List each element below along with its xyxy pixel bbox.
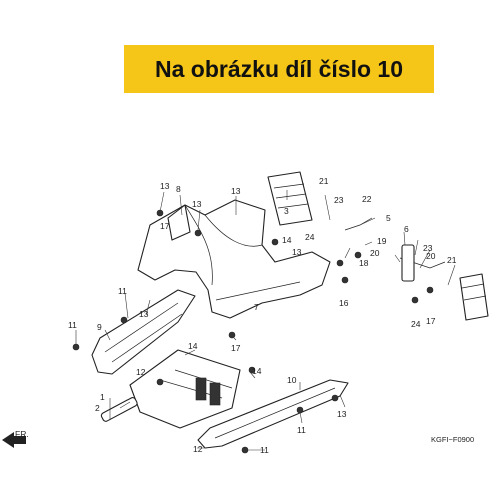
callout: 13 (231, 186, 241, 196)
callout: 1 (100, 392, 105, 402)
callout: 21 (447, 255, 457, 265)
callout: 13 (337, 409, 347, 419)
handle-bar-part (100, 397, 138, 422)
callout: 19 (377, 236, 387, 246)
front-arrow-icon (2, 432, 26, 448)
callout: 20 (370, 248, 380, 258)
callout: 23 (423, 243, 433, 253)
callout: 16 (339, 298, 349, 308)
callout: 13 (292, 247, 302, 257)
callout: 3 (284, 206, 289, 216)
callout: 18 (359, 258, 369, 268)
callout: 7 (254, 302, 259, 312)
callout: 11 (118, 286, 127, 296)
callout: 12 (136, 367, 146, 377)
callout: 11 (68, 320, 77, 330)
callout: 10 (287, 375, 297, 385)
callout: 12 (193, 444, 203, 454)
callout: 14 (282, 235, 292, 245)
callout: 23 (334, 195, 344, 205)
callout: 2 (95, 403, 100, 413)
callout: 11 (260, 445, 269, 455)
callout: 22 (362, 194, 372, 204)
callout: 24 (411, 319, 421, 329)
diagram-code: KGFI−F0900 (431, 435, 474, 444)
front-arrow-label: FR. (15, 429, 29, 439)
step-plate-right (459, 273, 489, 321)
callout: 17 (160, 221, 170, 231)
callout: 13 (160, 181, 170, 191)
banner-text: Na obrázku díl číslo 10 (155, 55, 403, 82)
step-plate-left (267, 171, 313, 226)
callout: 20 (426, 251, 436, 261)
callout: 11 (297, 425, 306, 435)
callout: 14 (252, 366, 262, 376)
bracket-part (401, 244, 415, 282)
side-panel-part (167, 204, 191, 241)
callout: 24 (305, 232, 315, 242)
storage-tray-part (129, 349, 241, 429)
callout: 13 (139, 309, 149, 319)
callout: 17 (426, 316, 436, 326)
callout: 13 (192, 199, 202, 209)
callout: 21 (319, 176, 329, 186)
callout: 6 (404, 224, 409, 234)
side-cover-part (91, 289, 196, 375)
callout: 8 (176, 184, 181, 194)
callout: 5 (386, 213, 391, 223)
callout: 14 (188, 341, 198, 351)
callout: 17 (231, 343, 241, 353)
callout: 9 (97, 322, 102, 332)
part-number-banner: Na obrázku díl číslo 10 (124, 45, 434, 93)
